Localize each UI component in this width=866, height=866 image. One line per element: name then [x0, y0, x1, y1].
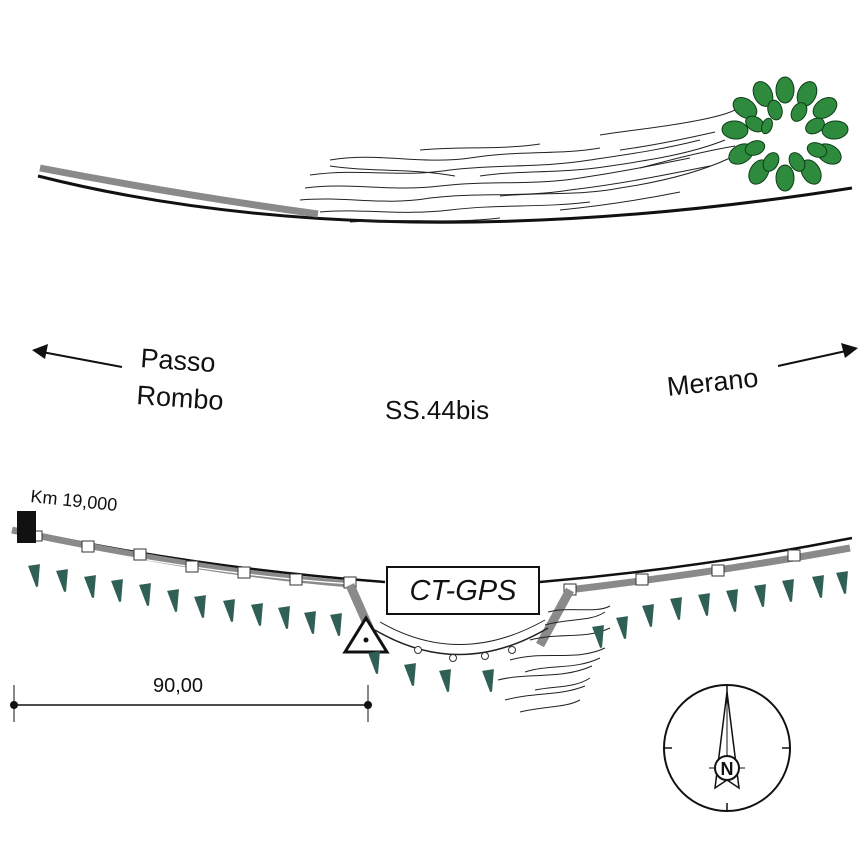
station-label: CT-GPS — [410, 575, 518, 607]
diversion-curve-inner — [379, 619, 546, 645]
diversion-right-ramp — [536, 587, 574, 648]
landslide-hatching — [299, 103, 746, 223]
road-label: SS.44bis — [385, 395, 489, 425]
tree-cluster-icon — [721, 76, 849, 192]
distance-dimension: 90,00 — [10, 675, 372, 722]
merano-label: Merano — [665, 363, 759, 402]
right-arrow-head — [841, 343, 858, 358]
upper-barrier — [39, 164, 319, 218]
lower-road-edge — [29, 530, 386, 584]
north-arrow-icon: N — [663, 684, 791, 812]
passo-label: Passo — [140, 343, 217, 378]
barrier-right — [567, 544, 851, 594]
upper-road-section — [37, 76, 853, 224]
distance-label: 90,00 — [153, 675, 203, 697]
diversion-markers — [414, 646, 516, 662]
upper-road-edge — [37, 174, 853, 224]
km-marker-post — [17, 511, 36, 543]
km-marker-label: Km 19,000 — [30, 486, 119, 515]
left-arrow-line — [41, 351, 123, 368]
lower-road-edge-right — [539, 536, 853, 584]
station-label-box — [386, 566, 540, 615]
survey-point-triangle-icon — [342, 615, 390, 654]
left-arrow-head — [32, 344, 48, 359]
north-label: N — [721, 759, 734, 779]
barrier-posts-right — [563, 549, 801, 596]
lower-road-section: Km 19,000 CT-GPS — [10, 486, 853, 812]
diversion-curve-outer — [374, 627, 549, 656]
barrier-posts-left — [31, 530, 357, 589]
rombo-label: Rombo — [136, 380, 225, 416]
right-arrow-line — [777, 350, 847, 367]
direction-labels: Passo Rombo SS.44bis Merano — [32, 343, 858, 425]
